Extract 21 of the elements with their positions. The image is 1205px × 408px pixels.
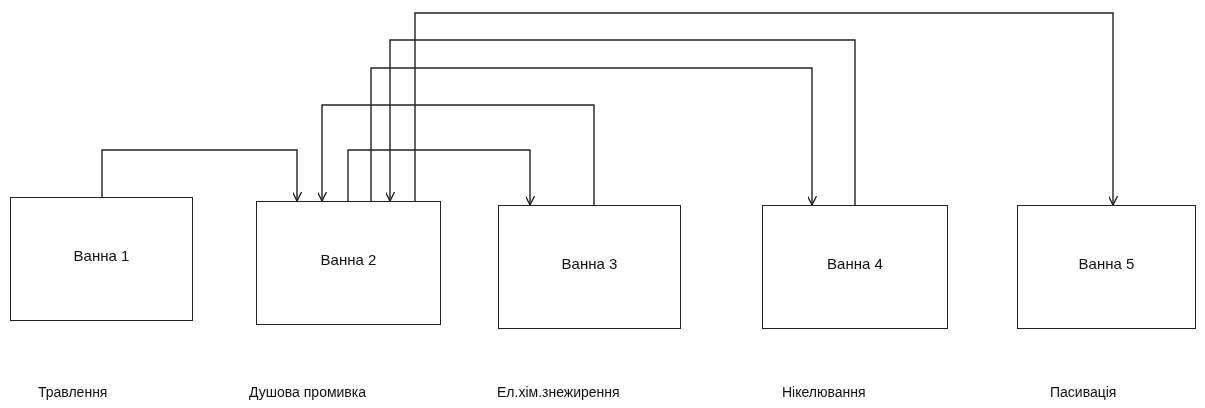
process-caption: Травлення	[38, 384, 108, 400]
arrow	[101, 149, 303, 202]
process-caption: Душова промивка	[249, 384, 367, 400]
arrow	[316, 104, 595, 206]
arrow	[384, 39, 856, 206]
bath-label: Ванна 1	[73, 246, 130, 264]
process-caption: Пасивація	[1050, 384, 1117, 400]
arrow	[370, 67, 818, 206]
process-caption: Ел.хім.знежирення	[497, 384, 620, 400]
bath-box	[498, 205, 681, 329]
bath-box	[256, 201, 441, 325]
bath-label: Ванна 2	[320, 250, 377, 268]
bath-label: Ванна 5	[1078, 254, 1135, 272]
arrow	[347, 149, 536, 206]
bath-box	[10, 197, 193, 321]
arrow	[414, 12, 1119, 206]
process-caption: Нікелювання	[782, 384, 866, 400]
bath-label: Ванна 3	[561, 254, 618, 272]
bath-label: Ванна 4	[827, 254, 883, 272]
bath-box	[1017, 205, 1196, 329]
bath-box	[762, 205, 948, 329]
